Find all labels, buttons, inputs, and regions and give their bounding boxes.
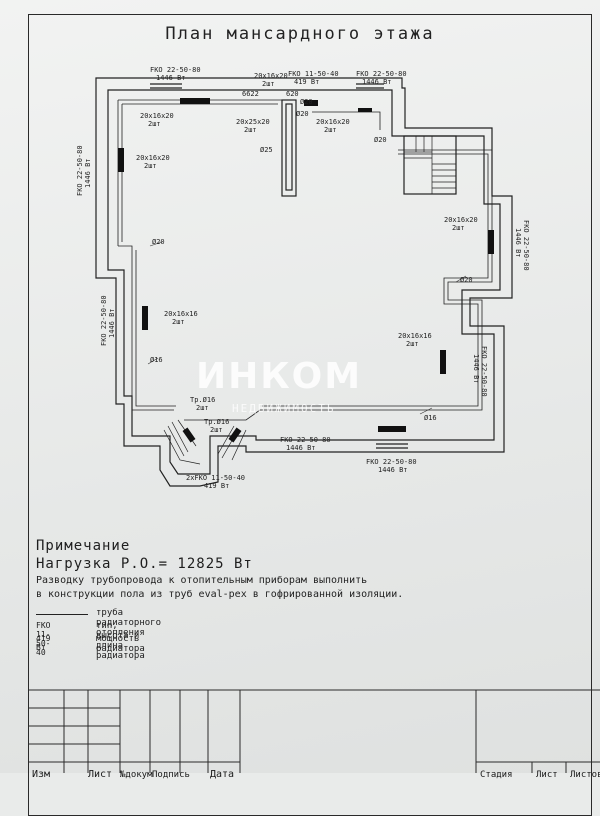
stamp-col-sign: Подпись: [152, 770, 190, 780]
radiator-bar: [378, 426, 406, 432]
radiator-bar: [488, 230, 494, 254]
floor-plan: [95, 77, 513, 487]
inner-wall: [107, 89, 501, 475]
radiator-bar: [440, 350, 446, 374]
radiator-bar: [182, 427, 196, 443]
diameter-label: Ø20: [460, 276, 473, 284]
diameter-label: Ø16: [150, 356, 163, 364]
stairs-steps: [404, 136, 456, 194]
radiator-bar: [228, 427, 242, 443]
notes-heading: Примечание: [36, 538, 131, 554]
load-total: Нагрузка Р.О.= 12825 Вт: [36, 556, 253, 572]
diameter-label: Ø20: [152, 238, 165, 246]
stamp-col-list: Лист: [88, 769, 113, 780]
note-line-2: в конструкции пола из труб eval-pex в го…: [36, 589, 404, 600]
diameter-label: Ø20: [300, 98, 313, 106]
radiator-bar: [180, 98, 210, 104]
stamp-col-izm: Изм: [32, 769, 51, 780]
title-block: Изм Лист №докум Подпись Дата Стадия Лист…: [28, 690, 600, 780]
legend-power-text: мощность радиатора: [96, 634, 145, 654]
plan-title: План мансардного этажа: [165, 24, 435, 44]
legend-rad-key: FKO 11-50-40: [36, 621, 51, 657]
stairs-box: [403, 135, 457, 195]
window-bottom: [376, 443, 408, 449]
radiator-bar: [142, 306, 148, 330]
legend-power-key: 419 Вт: [36, 634, 51, 652]
drawing-sheet: [0, 0, 600, 773]
stamp-col-sheet: Лист: [536, 770, 558, 780]
outer-wall: [95, 77, 513, 487]
watermark-subtitle: НЕДВИЖИМОСТЬ: [232, 402, 336, 415]
stamp-grid: [28, 689, 600, 773]
diameter-label: Ø20: [374, 136, 387, 144]
window-top-left: [150, 83, 182, 89]
mark-label: 6622: [242, 90, 259, 98]
legend-pipe-text: труба радиаторного отопления: [96, 608, 162, 638]
notes-block: Примечание Нагрузка Р.О.= 12825 Вт Разво…: [36, 538, 576, 600]
shaft-inner: [285, 103, 293, 191]
note-line-1: Разводку трубопровода к отопительным при…: [36, 575, 368, 586]
stamp-col-sheets: Листов: [570, 770, 600, 780]
stamp-col-doc: №докум: [120, 770, 153, 780]
watermark-brand: ИНКОМ: [196, 356, 363, 397]
radiator-bar: [118, 148, 124, 172]
radiator-bar: [304, 100, 318, 106]
mark-label: 620: [286, 90, 299, 98]
legend-pipe-symbol: [36, 608, 88, 615]
shaft: [281, 99, 297, 197]
stamp-col-stage: Стадия: [480, 770, 513, 780]
diameter-label: Ø20: [296, 110, 309, 118]
diameter-label: Ø25: [260, 146, 273, 154]
window-top-right: [356, 83, 384, 89]
legend-rad-text: тип, высота и длина радиатора: [96, 621, 145, 661]
stamp-col-date: Дата: [210, 769, 235, 780]
radiator-bar: [358, 108, 372, 112]
diameter-label: Ø16: [424, 414, 437, 422]
